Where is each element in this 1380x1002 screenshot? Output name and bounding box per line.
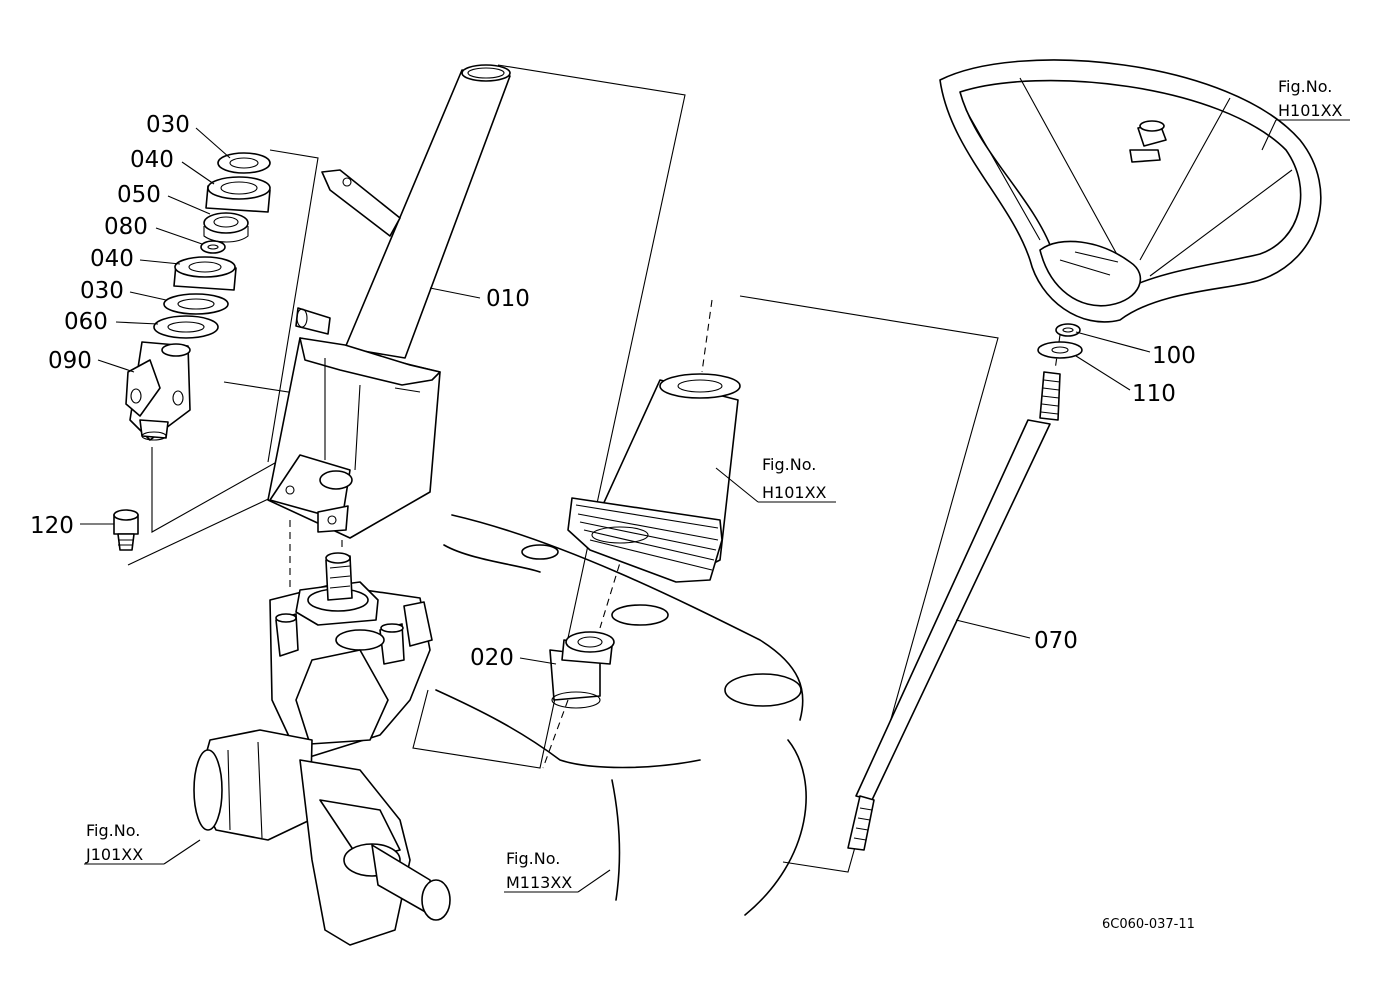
steering-gearbox (193, 552, 451, 946)
fig-ref-code-panel: M113XX (506, 873, 572, 892)
fig-ref-label-boot: Fig.No. (762, 455, 816, 474)
fig-ref-label-panel: Fig.No. (506, 849, 560, 868)
part-label-020: 020 (470, 645, 514, 671)
nut-washer-parts (1037, 323, 1083, 359)
universal-joint-part (125, 341, 191, 441)
fig-ref-code-gearbox: J101XX (85, 845, 143, 864)
part-label-030-top: 030 (146, 112, 190, 138)
leader-lines (80, 119, 1350, 893)
part-label-120: 120 (30, 513, 74, 539)
fig-ref-code-boot: H101XX (762, 483, 827, 502)
steering-wheel (939, 59, 1322, 323)
steering-column-part (267, 64, 511, 539)
fig-ref-label-wheel: Fig.No. (1278, 77, 1332, 96)
steering-boot (567, 373, 741, 583)
part-label-080: 080 (104, 214, 148, 240)
figure-references: Fig.No. H101XX Fig.No. H101XX Fig.No. J1… (85, 77, 1343, 892)
part-label-040-bottom: 040 (90, 246, 134, 272)
bushing-part (549, 631, 615, 709)
part-label-050: 050 (117, 182, 161, 208)
drawing-id: 6C060-037-11 (1102, 917, 1195, 932)
bolt-part (113, 509, 139, 551)
dashboard-panel (435, 514, 807, 916)
part-label-030-bottom: 030 (80, 278, 124, 304)
fig-ref-label-gearbox: Fig.No. (86, 821, 140, 840)
bearing-washer-stack (153, 152, 271, 339)
part-label-010: 010 (486, 286, 530, 312)
part-labels: 010 020 030 030 040 040 050 060 070 080 … (30, 112, 1196, 671)
part-label-070: 070 (1034, 628, 1078, 654)
part-label-100: 100 (1152, 343, 1196, 369)
steering-shaft-part (847, 371, 1061, 851)
part-label-090: 090 (48, 348, 92, 374)
part-label-060: 060 (64, 309, 108, 335)
assembly-frame-lines (127, 64, 999, 873)
part-label-040-top: 040 (130, 147, 174, 173)
part-label-110: 110 (1132, 381, 1176, 407)
fig-ref-code-wheel: H101XX (1278, 101, 1343, 120)
